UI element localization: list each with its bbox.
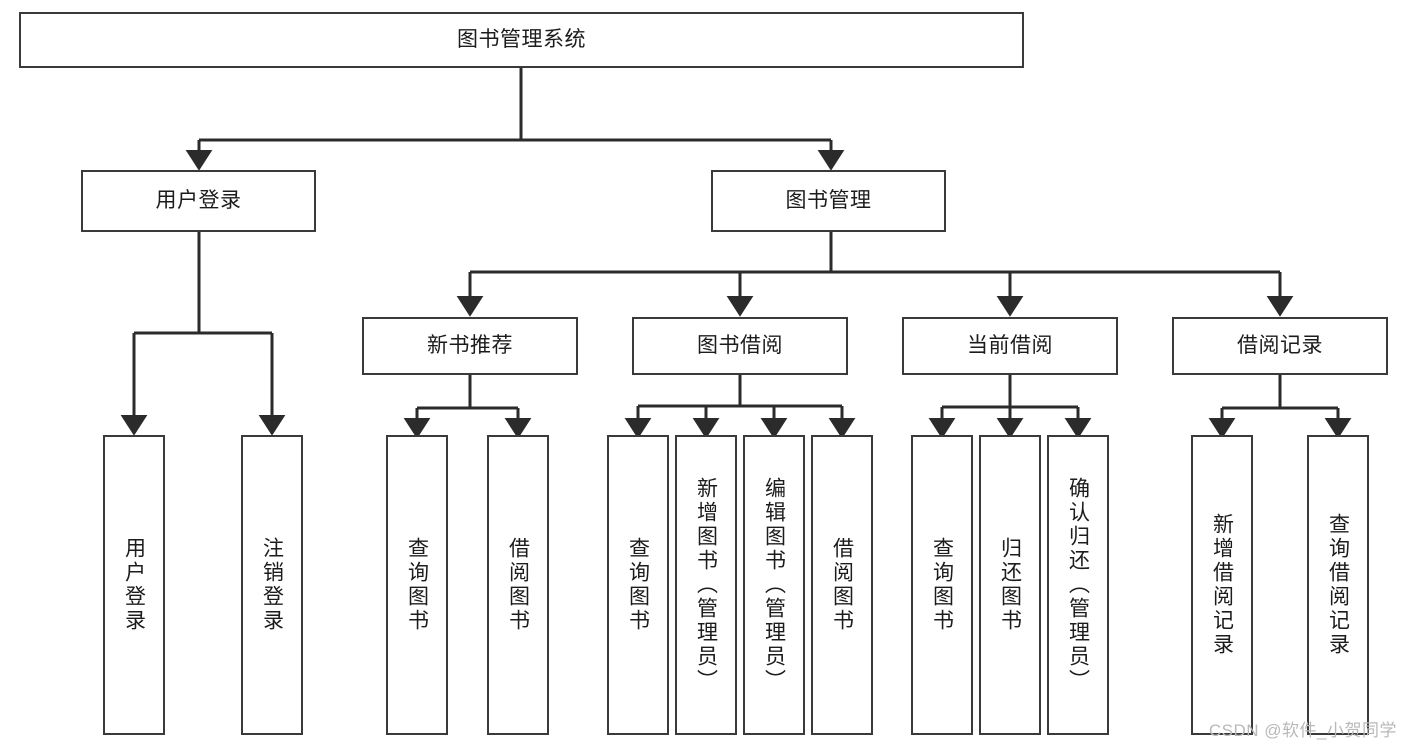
leaf-query-book-1[interactable]: 查询图书 [386, 435, 448, 735]
leaf-logout[interactable]: 注销登录 [241, 435, 303, 735]
node-book-manage[interactable]: 图书管理 [711, 170, 946, 232]
leaf-query-book-2-label: 查询图书 [626, 537, 650, 633]
node-borrow-record-label: 借阅记录 [1237, 333, 1323, 357]
watermark-text: CSDN @软件_小贺同学 [1208, 721, 1397, 740]
leaf-borrow-book-1-label: 借阅图书 [506, 537, 530, 633]
leaf-borrow-book-2-label: 借阅图书 [830, 537, 854, 633]
leaf-logout-label: 注销登录 [260, 537, 284, 633]
leaf-query-book-1-label: 查询图书 [405, 537, 429, 633]
leaf-confirm-return[interactable]: 确认归还（管理员） [1047, 435, 1109, 735]
node-user-login-label: 用户登录 [155, 188, 242, 212]
leaf-add-record-label: 新增借阅记录 [1210, 513, 1234, 657]
leaf-query-book-3[interactable]: 查询图书 [911, 435, 973, 735]
leaf-confirm-return-label: 确认归还（管理员） [1066, 477, 1090, 693]
node-book-borrow[interactable]: 图书借阅 [632, 317, 848, 375]
node-borrow-record[interactable]: 借阅记录 [1172, 317, 1388, 375]
node-current-borrow[interactable]: 当前借阅 [902, 317, 1118, 375]
leaf-return-book-label: 归还图书 [998, 537, 1022, 633]
node-user-login[interactable]: 用户登录 [81, 170, 316, 232]
node-new-book-recommend[interactable]: 新书推荐 [362, 317, 578, 375]
leaf-query-record-label: 查询借阅记录 [1326, 513, 1350, 657]
node-root-label: 图书管理系统 [457, 27, 586, 51]
node-new-book-recommend-label: 新书推荐 [427, 333, 513, 357]
leaf-query-record[interactable]: 查询借阅记录 [1307, 435, 1369, 735]
node-current-borrow-label: 当前借阅 [967, 333, 1053, 357]
leaf-borrow-book-1[interactable]: 借阅图书 [487, 435, 549, 735]
leaf-edit-book[interactable]: 编辑图书（管理员） [743, 435, 805, 735]
leaf-add-book-label: 新增图书（管理员） [694, 477, 718, 693]
leaf-user-login[interactable]: 用户登录 [103, 435, 165, 735]
leaf-edit-book-label: 编辑图书（管理员） [762, 477, 786, 693]
leaf-borrow-book-2[interactable]: 借阅图书 [811, 435, 873, 735]
node-root[interactable]: 图书管理系统 [19, 12, 1024, 68]
leaf-add-record[interactable]: 新增借阅记录 [1191, 435, 1253, 735]
node-book-borrow-label: 图书借阅 [697, 333, 783, 357]
leaf-query-book-2[interactable]: 查询图书 [607, 435, 669, 735]
leaf-return-book[interactable]: 归还图书 [979, 435, 1041, 735]
leaf-user-login-label: 用户登录 [122, 537, 146, 633]
leaf-add-book[interactable]: 新增图书（管理员） [675, 435, 737, 735]
leaf-query-book-3-label: 查询图书 [930, 537, 954, 633]
node-book-manage-label: 图书管理 [785, 188, 872, 212]
